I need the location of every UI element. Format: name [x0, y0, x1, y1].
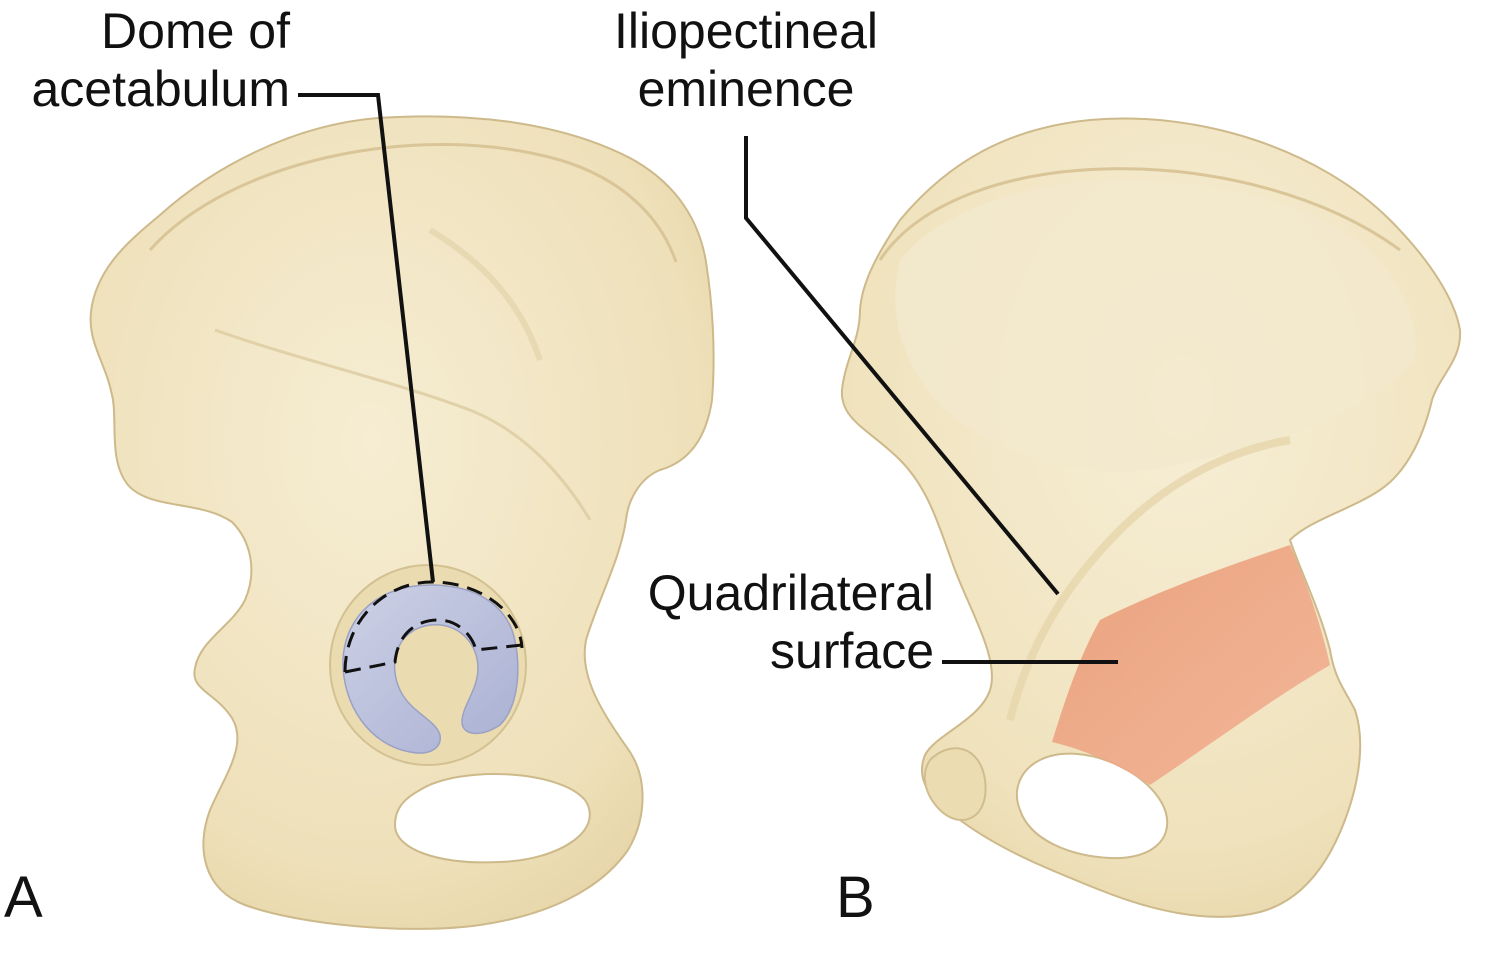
- leader-iliopectineal-eminence: [744, 136, 1060, 596]
- label-quadrilateral-line1: Quadrilateral: [647, 565, 934, 621]
- iliac-fossa-b: [895, 179, 1416, 472]
- label-iliopectineal-line2: eminence: [637, 61, 855, 117]
- panel-letter-a: A: [4, 865, 43, 930]
- label-dome-of-acetabulum: Dome of acetabulum: [0, 2, 291, 118]
- hip-bone-b: [840, 117, 1462, 918]
- dome-dashed-inner: [344, 618, 523, 674]
- label-dome-line2: acetabulum: [31, 61, 291, 117]
- hip-bone-a: [89, 115, 715, 930]
- pubic-body-b: [923, 747, 987, 821]
- label-iliopectineal-line1: Iliopectineal: [613, 3, 879, 59]
- label-quadrilateral-line2: surface: [770, 623, 934, 679]
- label-dome-line1: Dome of: [101, 3, 290, 59]
- iliac-crest-b: [878, 167, 1401, 261]
- iliac-crest-a: [148, 143, 678, 263]
- gluteal-ridge-a: [428, 227, 543, 361]
- label-iliopectineal-eminence: Iliopectineal eminence: [586, 2, 906, 118]
- arcuate-line-b: [1006, 436, 1291, 721]
- leader-dome-of-acetabulum: [298, 93, 435, 583]
- quadrilateral-surface-region: [1052, 545, 1330, 785]
- hip-bone-a-outline: [89, 115, 715, 930]
- obturator-foramen-a: [393, 772, 591, 864]
- gluteal-line-a: [214, 328, 592, 521]
- panel-letter-b: B: [836, 865, 875, 930]
- label-quadrilateral-surface: Quadrilateral surface: [596, 564, 934, 680]
- dome-of-acetabulum-region: [342, 584, 519, 754]
